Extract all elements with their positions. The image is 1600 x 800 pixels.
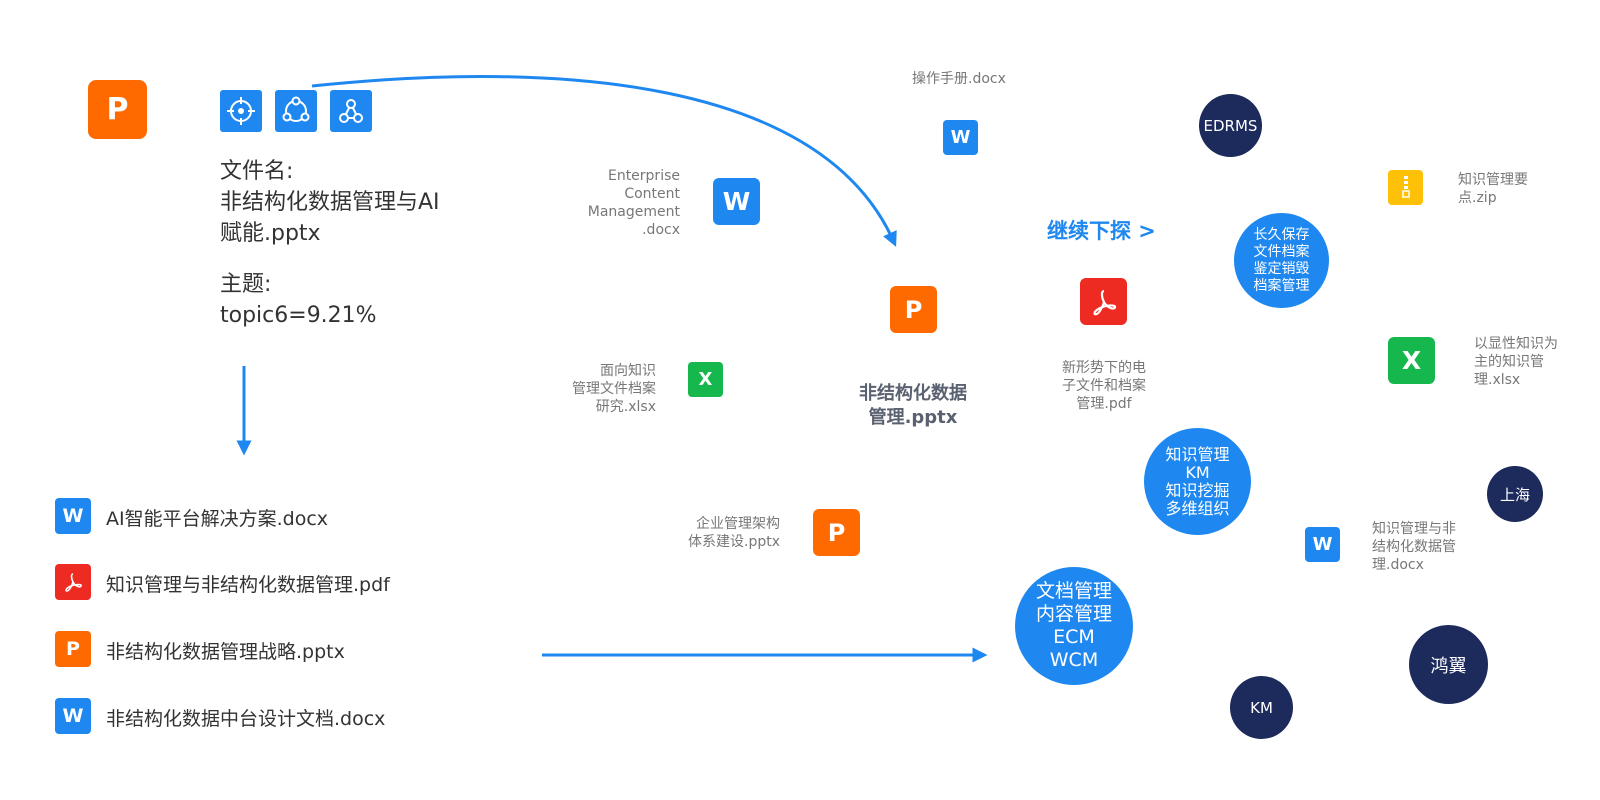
network-icon[interactable] [330, 90, 372, 132]
center-label-line1: 非结构化数据 [859, 383, 967, 404]
edrms-text: EDRMS [1203, 116, 1258, 135]
km-docx-label: 知识管理与非 结构化数据管 理.docx [1372, 520, 1482, 574]
km-bubble-line3: 知识挖掘 [1165, 480, 1230, 500]
archive-line3: 管理.pdf [1076, 396, 1132, 412]
ecm-bubble-line1: 文档管理 [1035, 580, 1112, 602]
archive-pdf-label: 新形势下的电 子文件和档案 管理.pdf [1045, 359, 1163, 413]
curve-arrow [311, 75, 897, 247]
knowledge-management-bubble[interactable]: 知识管理 KM 知识挖掘 多维组织 [1144, 428, 1251, 535]
word-file-icon: W [55, 498, 91, 534]
ecm-line4: .docx [642, 222, 680, 238]
center-ppt-icon[interactable]: P [890, 286, 937, 333]
edrms-bubble[interactable]: EDRMS [1199, 94, 1262, 157]
enterprise-pptx-label: 企业管理架构 体系建设.pptx [660, 515, 780, 551]
km-xlsx-line1: 面向知识 [600, 363, 656, 379]
ecm-bubble[interactable]: 文档管理 内容管理 ECM WCM [1015, 567, 1133, 685]
km-docx-line2: 结构化数据管 [1372, 539, 1456, 555]
list-item-name: 非结构化数据中台设计文档.docx [106, 708, 386, 730]
km-bubble-line4: 多维组织 [1165, 498, 1230, 518]
list-item-name: AI智能平台解决方案.docx [106, 508, 329, 530]
archive-line1: 新形势下的电 [1062, 360, 1146, 376]
zip-line2: 点.zip [1458, 190, 1497, 206]
hongyi-bubble[interactable]: 鸿翼 [1409, 625, 1488, 704]
word-file-icon: W [55, 698, 91, 734]
ecm-line2: Content [624, 186, 680, 202]
zip-line1: 知识管理要 [1458, 172, 1528, 188]
ppt-file-icon: P [55, 631, 91, 667]
explicit-xlsx-icon[interactable]: X [1388, 337, 1435, 384]
hongyi-text: 鸿翼 [1430, 655, 1467, 677]
zip-label: 知识管理要 点.zip [1458, 171, 1568, 207]
archive-management-bubble[interactable]: 长久保存 文件档案 鉴定销毁 档案管理 [1234, 213, 1329, 308]
enterprise-pptx-icon[interactable]: P [813, 509, 860, 556]
km-docx-icon[interactable]: W [1305, 527, 1340, 562]
ecm-line3: Management [587, 204, 680, 220]
archive-bubble-line1: 长久保存 [1253, 226, 1310, 243]
km-small-text: KM [1250, 698, 1273, 717]
km-docx-line3: 理.docx [1372, 557, 1424, 573]
archive-bubble-line2: 文件档案 [1253, 243, 1310, 260]
center-file-label[interactable]: 非结构化数据 管理.pptx [833, 382, 993, 430]
explore-further-link[interactable]: 继续下探 > [1047, 219, 1156, 243]
center-label-line2: 管理.pptx [868, 407, 958, 428]
enterprise-line1: 企业管理架构 [696, 516, 780, 532]
km-bubble-line2: KM [1185, 462, 1210, 482]
ecm-docx-icon[interactable]: W [713, 178, 760, 225]
filename-label: 文件名: [220, 159, 294, 184]
shanghai-bubble[interactable]: 上海 [1487, 466, 1543, 522]
km-xlsx-label: 面向知识 管理文件档案 研究.xlsx [540, 362, 656, 416]
explicit-xlsx-label: 以显性知识为 主的知识管 理.xlsx [1474, 335, 1584, 389]
topic-value: topic6=9.21% [220, 303, 377, 328]
filename-line2: 赋能.pptx [220, 221, 321, 246]
km-xlsx-icon[interactable]: X [688, 362, 723, 397]
explicit-line3: 理.xlsx [1474, 372, 1521, 388]
explicit-line1: 以显性知识为 [1474, 336, 1558, 352]
ecm-bubble-line2: 内容管理 [1035, 603, 1112, 625]
archive-bubble-line3: 鉴定销毁 [1253, 260, 1310, 277]
share-cycle-icon[interactable] [275, 90, 317, 132]
shanghai-text: 上海 [1499, 485, 1530, 504]
main-file-ppt-icon[interactable]: P [88, 80, 147, 139]
ecm-bubble-line4: WCM [1049, 649, 1099, 671]
archive-pdf-icon[interactable] [1080, 278, 1127, 325]
topic-label: 主题: [220, 272, 272, 297]
list-item-name: 非结构化数据管理战略.pptx [106, 641, 345, 663]
enterprise-line2: 体系建设.pptx [688, 534, 780, 550]
ecm-line1: Enterprise [607, 168, 680, 184]
zip-file-icon[interactable] [1388, 170, 1423, 205]
list-item-name: 知识管理与非结构化数据管理.pdf [106, 574, 390, 596]
filename-line1: 非结构化数据管理与AI [220, 190, 440, 215]
km-xlsx-line3: 研究.xlsx [595, 399, 656, 415]
ecm-bubble-line3: ECM [1053, 626, 1095, 648]
km-xlsx-line2: 管理文件档案 [572, 381, 656, 397]
km-docx-line1: 知识管理与非 [1372, 521, 1456, 537]
archive-line2: 子文件和档案 [1062, 378, 1146, 394]
ecm-docx-label: Enterprise Content Management .docx [560, 167, 680, 239]
km-small-bubble[interactable]: KM [1230, 676, 1293, 739]
crosshair-icon[interactable] [220, 90, 262, 132]
explicit-line2: 主的知识管 [1474, 354, 1544, 370]
manual-docx-label: 操作手册.docx [912, 71, 1006, 87]
pdf-file-icon [55, 564, 91, 600]
manual-docx-icon[interactable]: W [943, 120, 978, 155]
archive-bubble-line4: 档案管理 [1253, 277, 1310, 294]
km-bubble-line1: 知识管理 [1165, 444, 1230, 464]
